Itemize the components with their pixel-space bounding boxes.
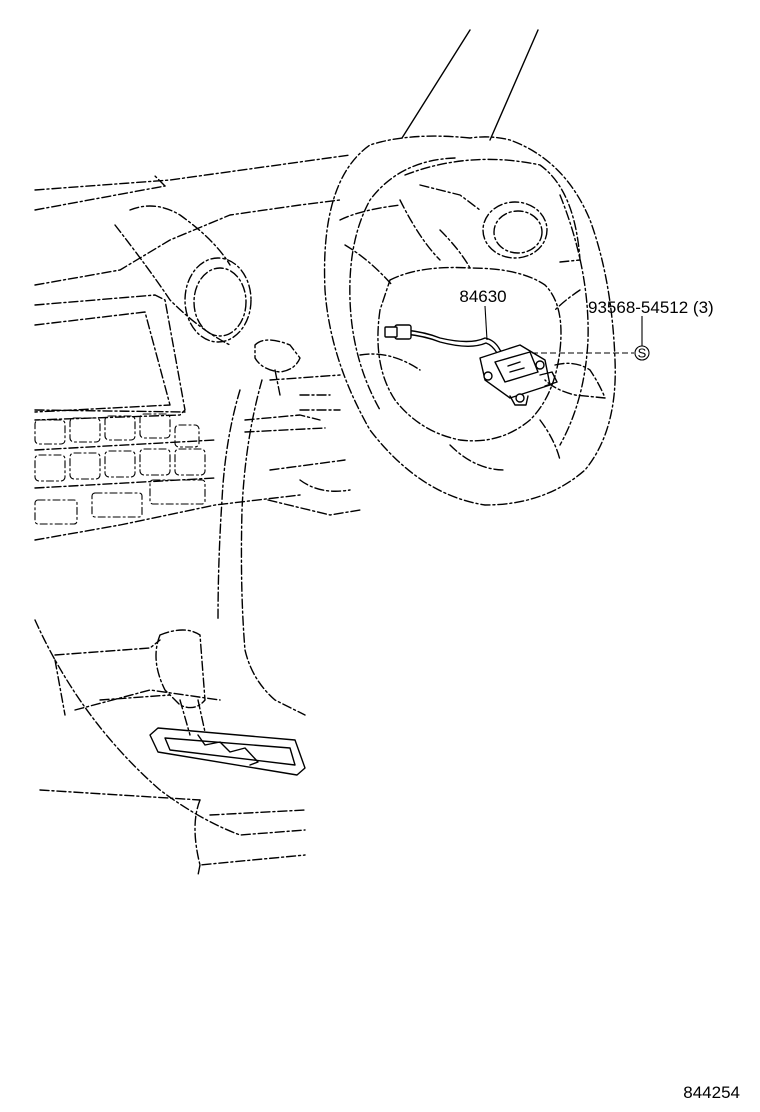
illustration-code: 844254	[683, 1083, 740, 1102]
symbol-s-text: S	[638, 346, 647, 361]
left-vent	[184, 257, 252, 343]
shift-lever	[155, 629, 206, 736]
leader-84630	[484, 305, 488, 341]
leaders	[484, 305, 643, 354]
wheel-trim	[544, 362, 606, 399]
part-label-84630: 84630	[459, 287, 506, 306]
windshield-pillar	[401, 29, 539, 141]
center-console	[34, 379, 306, 876]
dashboard-outline	[34, 154, 351, 346]
part-label-93568: 93568-54512 (3)	[588, 298, 714, 317]
shift-gate	[149, 727, 306, 776]
audio-buttons	[34, 413, 216, 525]
steering-wheel	[323, 135, 616, 506]
instrument-cluster	[339, 158, 581, 263]
center-display	[34, 294, 186, 421]
symbol-s-marker: S	[634, 345, 650, 361]
steering-column	[244, 339, 361, 516]
